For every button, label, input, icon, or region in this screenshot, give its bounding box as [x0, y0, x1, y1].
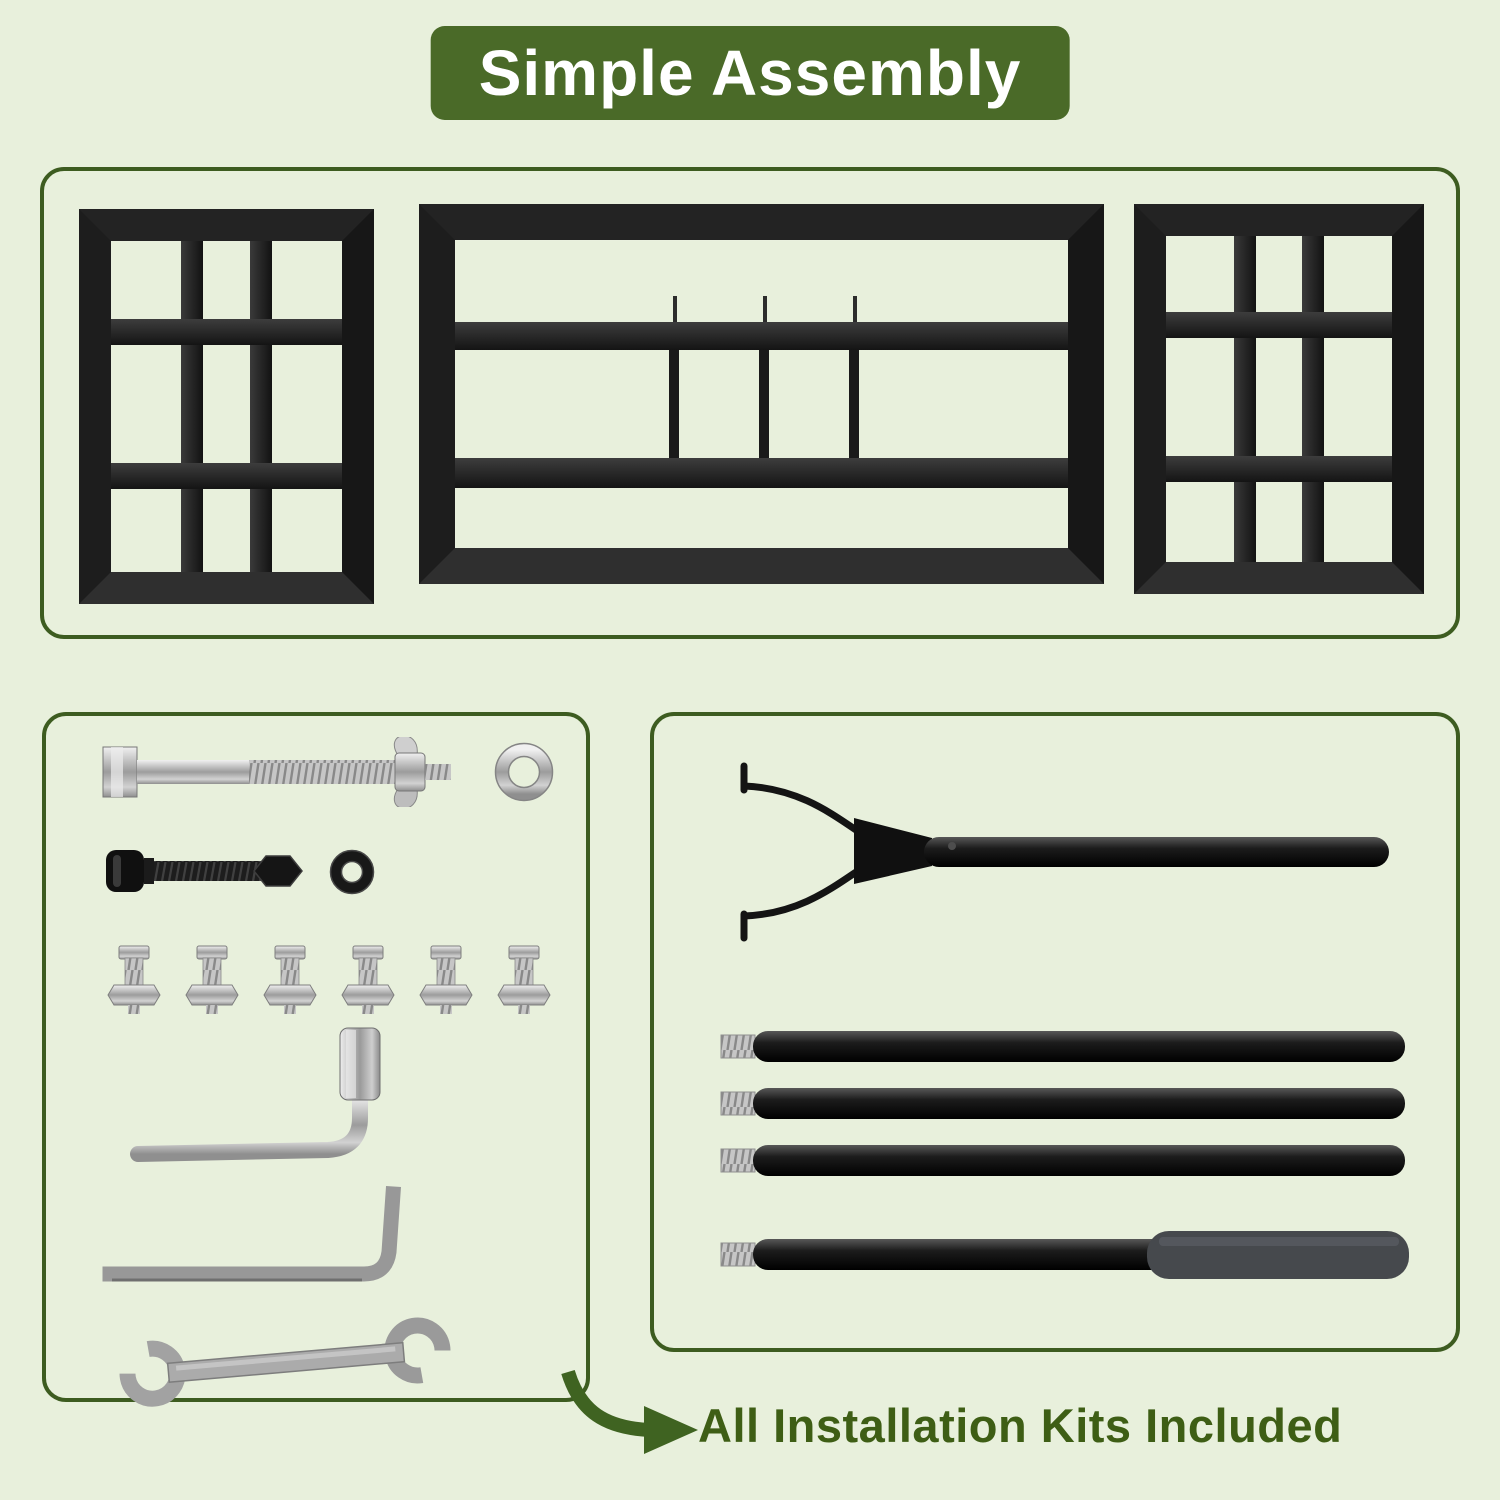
frame-horizontal-bar	[111, 463, 342, 489]
frame-horizontal-bar	[1166, 312, 1392, 338]
frame-vertical-bar	[1234, 236, 1256, 562]
frame-horizontal-bar	[455, 322, 1068, 350]
flat-washer-black-icon	[329, 849, 375, 895]
footer-caption: All Installation Kits Included	[698, 1399, 1343, 1452]
small-bolt-icon	[184, 944, 240, 1018]
left-grid-frame-icon	[79, 209, 374, 604]
small-bolt-icon	[340, 944, 396, 1018]
frame-connector-bar	[759, 350, 769, 458]
frame-connector-bar	[849, 350, 859, 458]
long-hex-bolt-wing-nut-icon	[102, 737, 451, 807]
frame-vertical-bar	[250, 241, 272, 572]
frame-horizontal-bar	[1166, 456, 1392, 482]
frame-connector-bar	[669, 350, 679, 458]
hardware-kit-panel	[42, 712, 590, 1407]
extension-pole-icon	[719, 1138, 1419, 1182]
small-bolt-icon	[418, 944, 474, 1018]
extension-pole-icon	[719, 1024, 1419, 1068]
flat-washer-silver-icon	[494, 742, 554, 802]
small-bolt-icon	[262, 944, 318, 1018]
frame-hook	[853, 296, 857, 324]
open-end-wrench-icon	[119, 1317, 451, 1407]
black-bolt-icon	[106, 850, 303, 892]
curved-arrow-right-icon	[561, 1369, 698, 1454]
fork-bracket-pole-icon	[740, 762, 1389, 942]
frame-hook	[673, 296, 677, 324]
small-bolt-icon	[106, 944, 162, 1018]
page-title: Simple Assembly	[430, 26, 1070, 120]
frame-vertical-bar	[1302, 236, 1324, 562]
frame-horizontal-bar	[111, 319, 342, 345]
center-wide-frame-icon	[419, 204, 1104, 584]
frame-hook	[763, 296, 767, 324]
socket-wrench-icon	[130, 1027, 381, 1162]
frame-horizontal-bar	[455, 458, 1068, 488]
frame-vertical-bar	[181, 241, 203, 572]
handle-pole-icon	[720, 1231, 1409, 1279]
right-grid-frame-icon	[1134, 204, 1424, 594]
poles-kit-panel	[650, 712, 1460, 1352]
extension-pole-icon	[719, 1081, 1419, 1125]
small-bolt-icon	[496, 944, 552, 1018]
hex-allen-key-icon	[102, 1186, 401, 1282]
frames-panel	[40, 167, 1460, 639]
